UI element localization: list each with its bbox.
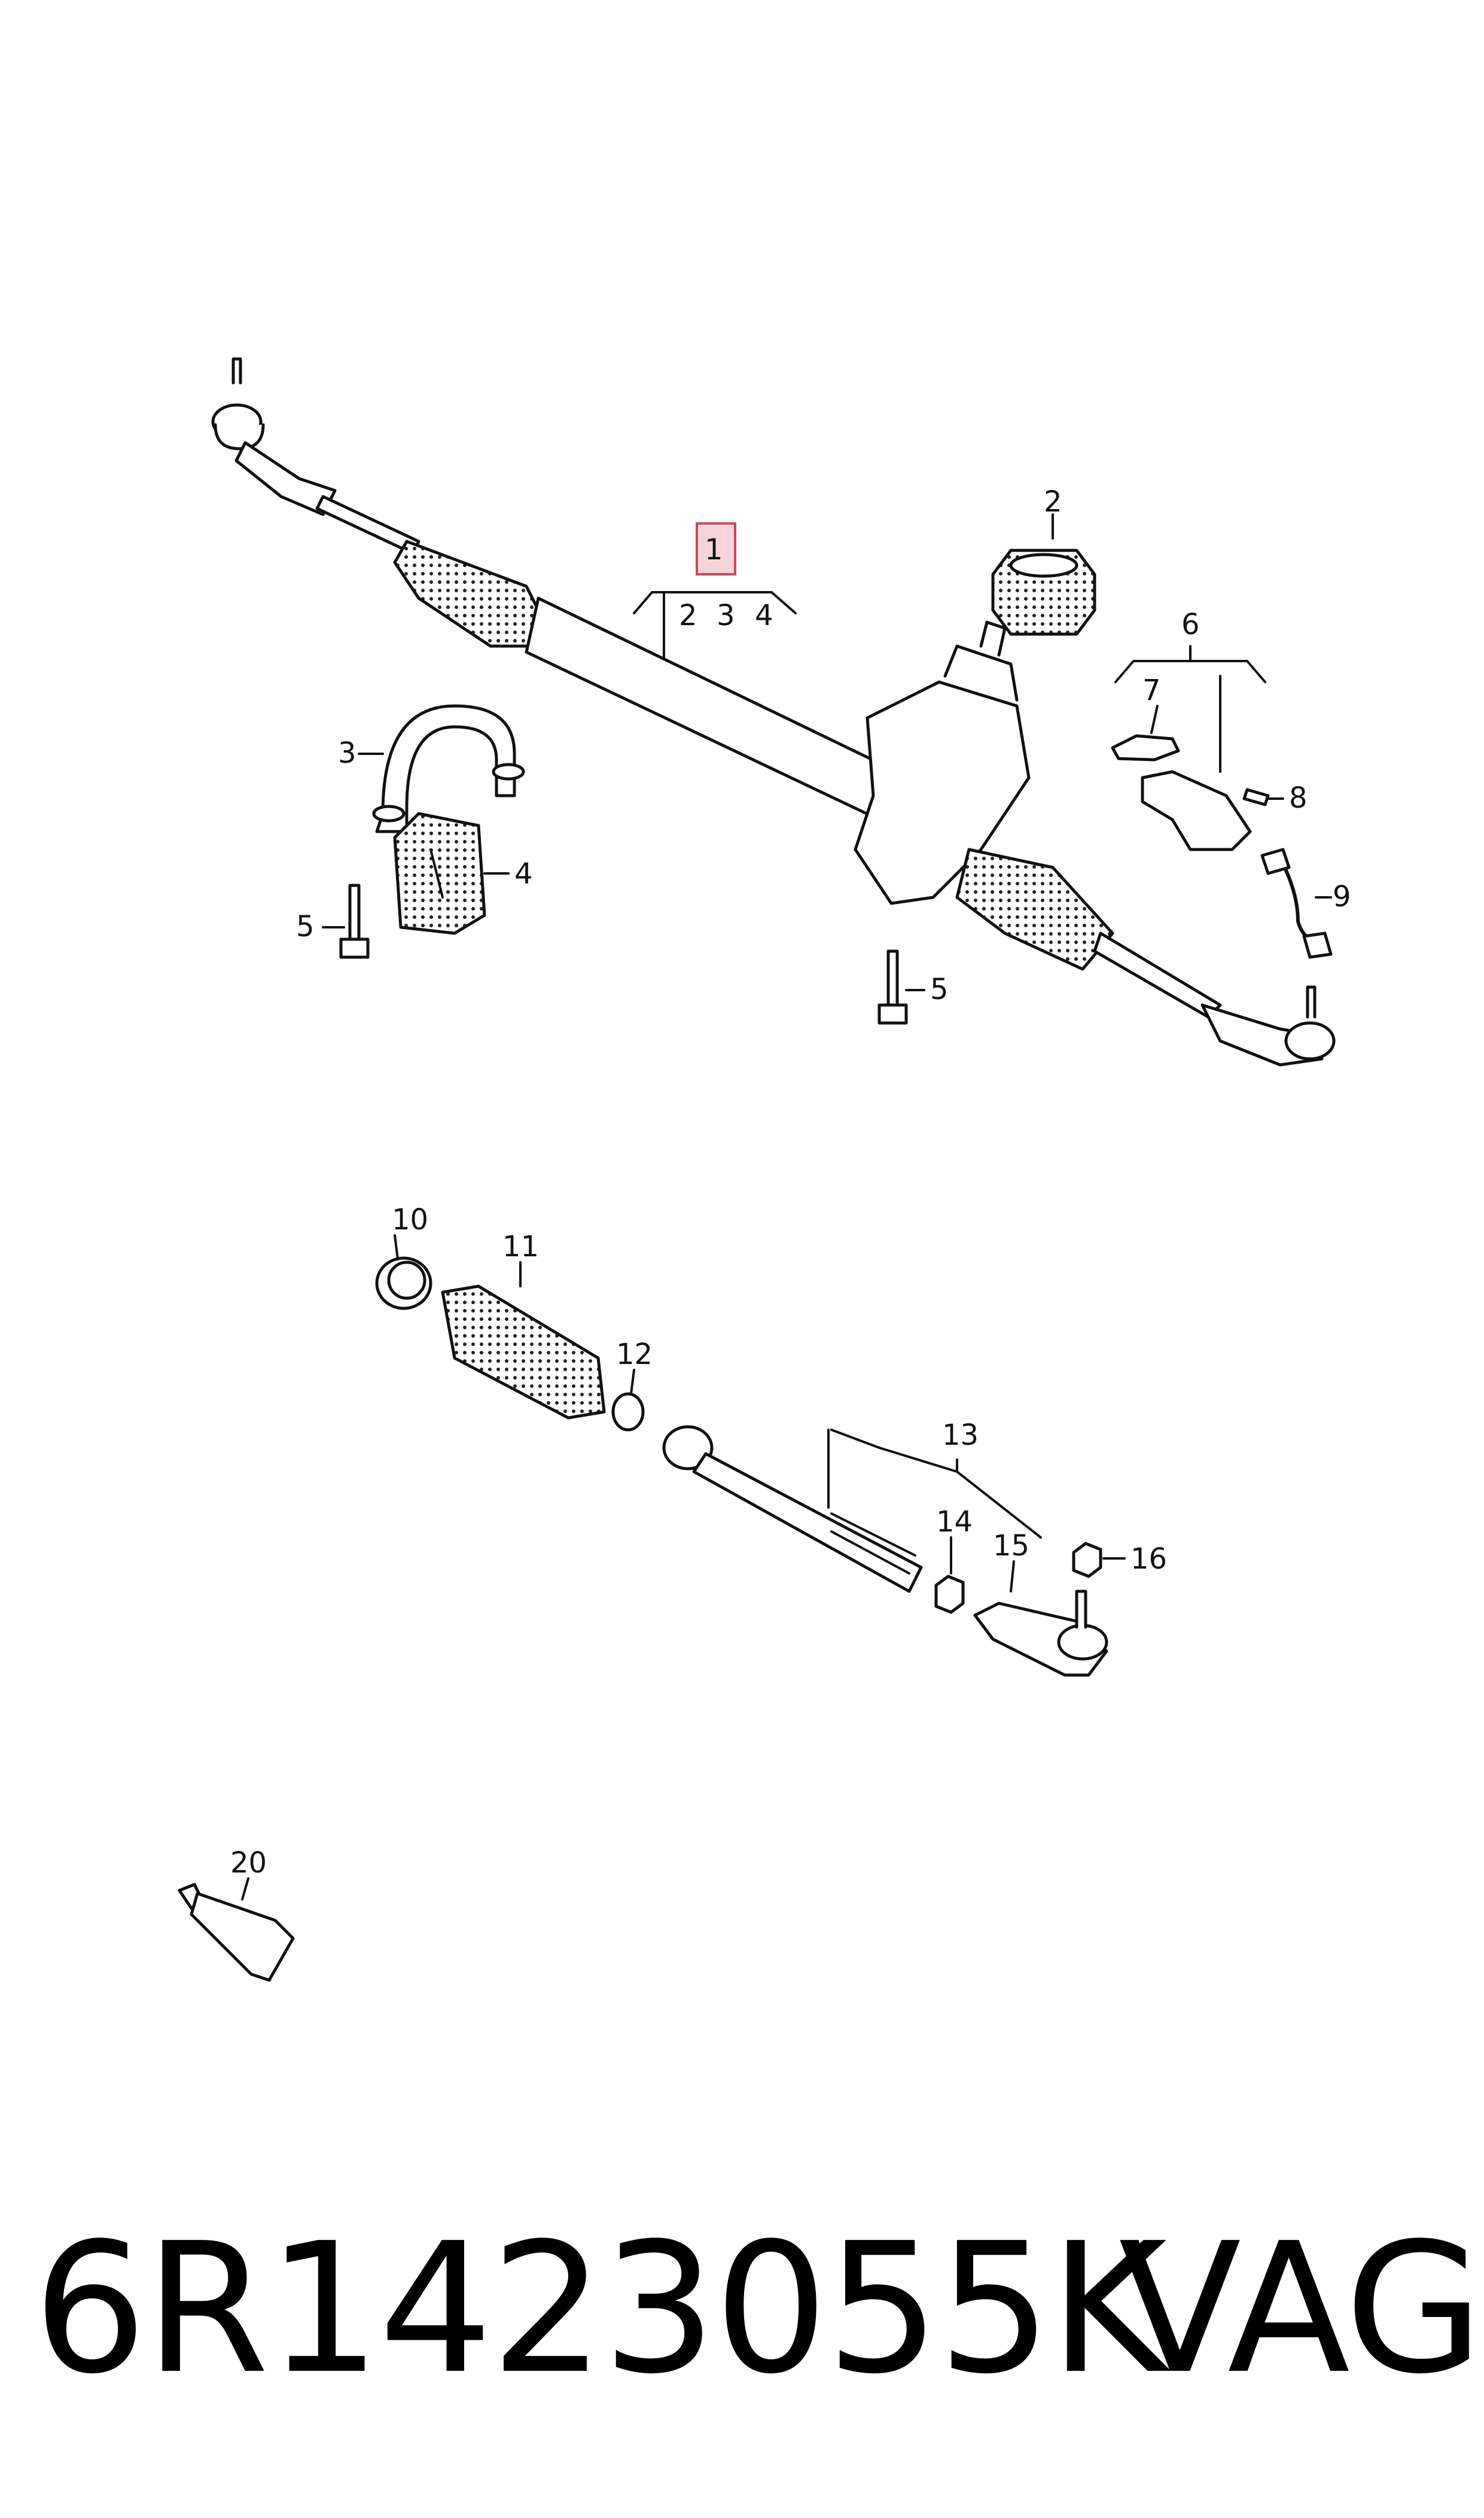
callout-6: 6 (1181, 608, 1200, 641)
part-13-inner-tie-rod (662, 1425, 1042, 1593)
callout-5-right: 5 (930, 973, 949, 1006)
callout-7: 7 (1142, 674, 1161, 707)
callout-9: 9 (1333, 880, 1351, 914)
steering-gear-housing (854, 680, 1031, 905)
part-20-grease-tube (178, 1877, 295, 1982)
callout-2: 2 (1044, 485, 1062, 519)
left-tie-rod-end (211, 357, 337, 516)
callout-1-highlight (696, 522, 736, 576)
callout-1-sub-3: 3 (717, 599, 735, 632)
part-14-lock-nut (934, 1536, 965, 1614)
callout-5-left: 5 (296, 910, 315, 943)
part-15-tie-rod-end (973, 1560, 1108, 1677)
callout-1-sub-2: 2 (679, 599, 697, 632)
part-5-bolt-left (322, 884, 370, 959)
part-4-rubber-mount (393, 812, 510, 935)
callout-14: 14 (936, 1505, 973, 1539)
left-bellows-boot (393, 540, 558, 648)
callout-12: 12 (616, 1338, 653, 1371)
callout-1-sub-4: 4 (755, 599, 773, 632)
callout-16: 16 (1130, 1542, 1167, 1576)
part-9-wiring-harness (1260, 848, 1333, 959)
part-10-clamp-ring (375, 1234, 432, 1310)
callout-20: 20 (230, 1846, 267, 1880)
part-2-mount-bushing (991, 513, 1096, 636)
part-7-gasket (1111, 705, 1180, 762)
callout-10: 10 (392, 1203, 428, 1237)
part-16-castle-nut (1072, 1542, 1126, 1578)
callout-8: 8 (1289, 781, 1308, 815)
callout-15: 15 (993, 1529, 1029, 1563)
part-5-bolt-right (877, 949, 925, 1025)
brand-name: VAG (1119, 2205, 1483, 2413)
part-8-screw (1242, 788, 1284, 806)
part-12-small-clamp (611, 1369, 645, 1432)
right-tie-rod-end (1200, 985, 1336, 1067)
rack-tube (525, 596, 899, 821)
callout-1: 1 (705, 533, 723, 567)
right-bellows-boot (955, 848, 1114, 971)
callout-13: 13 (942, 1418, 979, 1452)
part-number: 6R1423055K (33, 2205, 1167, 2413)
callout-4: 4 (514, 857, 533, 891)
part-3-clamp-bracket (358, 704, 525, 833)
part-6-sensor-module (1141, 770, 1252, 851)
part-11-bellows-boot (441, 1261, 606, 1420)
callout-11: 11 (502, 1230, 539, 1263)
steering-rack-assembly (211, 357, 1336, 1067)
callout-3: 3 (338, 736, 356, 770)
